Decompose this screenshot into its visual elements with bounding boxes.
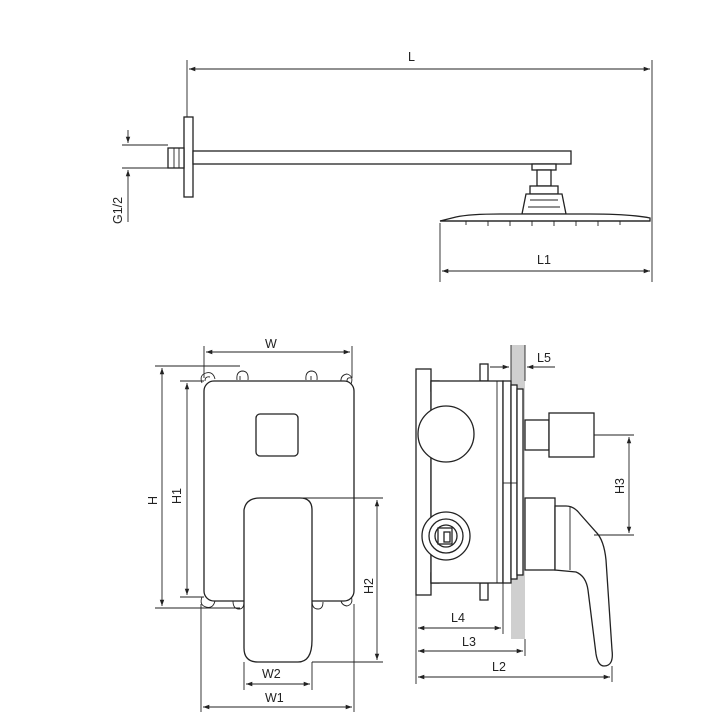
label-W2: W2 bbox=[262, 667, 281, 681]
diverter-spindle bbox=[524, 419, 550, 451]
diverter-square bbox=[255, 413, 299, 457]
head-connector bbox=[521, 193, 567, 215]
label-L: L bbox=[408, 50, 415, 64]
outlet-port bbox=[417, 405, 475, 463]
mixer-side-view: L5 H3 L4 L3 L2 bbox=[415, 345, 634, 684]
label-L5: L5 bbox=[537, 351, 551, 365]
shower-arm bbox=[192, 150, 572, 165]
nozzles bbox=[465, 221, 621, 226]
label-L3: L3 bbox=[462, 635, 476, 649]
diverter-knob bbox=[548, 412, 595, 458]
lever-handle bbox=[554, 505, 613, 667]
label-H2: H2 bbox=[362, 578, 376, 594]
label-W1: W1 bbox=[265, 691, 284, 705]
wall-flange bbox=[183, 116, 194, 198]
label-G1-2: G1/2 bbox=[111, 197, 125, 224]
shower-head bbox=[439, 213, 651, 222]
inlet-nipple bbox=[167, 147, 185, 169]
label-W: W bbox=[265, 337, 277, 351]
mixer-front-view: W H H1 H2 W2 W1 bbox=[146, 337, 383, 712]
swivel-joint bbox=[536, 169, 552, 187]
label-L2: L2 bbox=[492, 660, 506, 674]
shower-arm-view: L L1 G1/2 bbox=[111, 50, 653, 282]
label-L4: L4 bbox=[451, 611, 465, 625]
label-H: H bbox=[146, 496, 160, 505]
lever-sleeve bbox=[524, 497, 556, 571]
label-H3: H3 bbox=[613, 478, 627, 494]
label-L1: L1 bbox=[537, 253, 551, 267]
label-H1: H1 bbox=[170, 488, 184, 504]
handle-plate bbox=[243, 497, 313, 663]
rear-flange bbox=[415, 368, 432, 596]
